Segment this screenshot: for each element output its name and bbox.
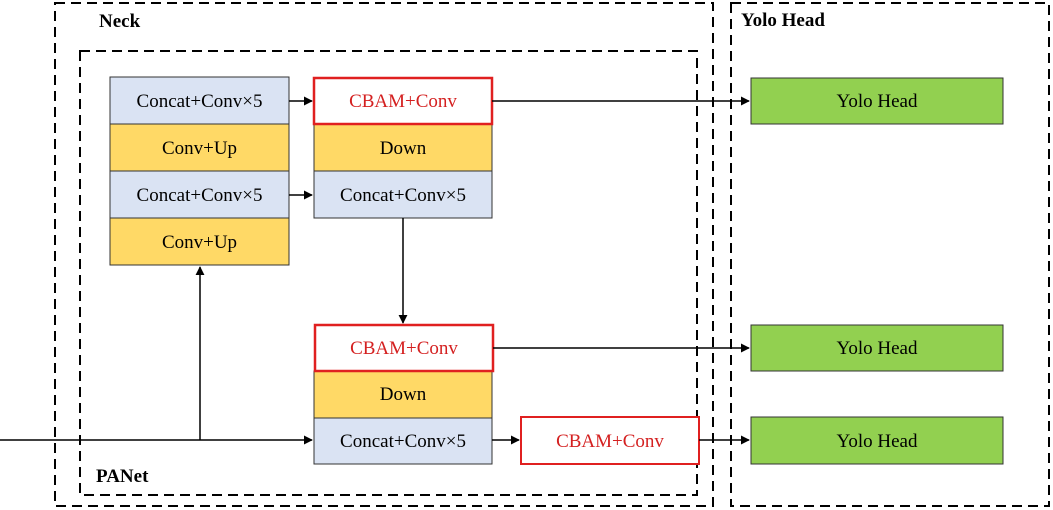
top-concat-block bbox=[313, 170, 493, 219]
panet-label: PANet bbox=[96, 466, 149, 487]
side-cbam-label: CBAM+Conv bbox=[556, 431, 664, 452]
yolo-head-block-1 bbox=[750, 77, 1004, 125]
bottom-down-label: Down bbox=[380, 384, 427, 405]
left-concat-block-2 bbox=[109, 170, 290, 219]
top-cbam-label: CBAM+Conv bbox=[349, 91, 457, 112]
top-down-block bbox=[313, 123, 493, 172]
panet-region-frame bbox=[79, 50, 698, 496]
yolo-head-block-2 bbox=[750, 324, 1004, 372]
head-label: Yolo Head bbox=[741, 10, 825, 31]
left-convup-block-2 bbox=[109, 217, 290, 266]
left-concat-label-1: Concat+Conv×5 bbox=[137, 91, 263, 112]
left-concat-block-1 bbox=[109, 76, 290, 125]
bottom-cbam-label: CBAM+Conv bbox=[350, 338, 458, 359]
bottom-concat-block bbox=[313, 417, 493, 465]
yolo-head-label-3: Yolo Head bbox=[837, 431, 918, 452]
yolo-head-label-1: Yolo Head bbox=[837, 91, 918, 112]
top-concat-label: Concat+Conv×5 bbox=[340, 185, 466, 206]
yolo-head-block-3 bbox=[750, 416, 1004, 465]
left-convup-label-2: Conv+Up bbox=[162, 232, 237, 253]
bottom-concat-label: Concat+Conv×5 bbox=[340, 431, 466, 452]
yolo-head-label-2: Yolo Head bbox=[837, 338, 918, 359]
left-convup-label-1: Conv+Up bbox=[162, 138, 237, 159]
bottom-down-block bbox=[313, 370, 493, 419]
left-concat-label-2: Concat+Conv×5 bbox=[137, 185, 263, 206]
neck-region-frame bbox=[54, 2, 714, 507]
top-down-label: Down bbox=[380, 138, 427, 159]
top-cbam-block bbox=[312, 76, 494, 126]
head-region-frame bbox=[730, 2, 1050, 507]
neck-label: Neck bbox=[99, 11, 141, 32]
bottom-cbam-block bbox=[313, 323, 495, 373]
